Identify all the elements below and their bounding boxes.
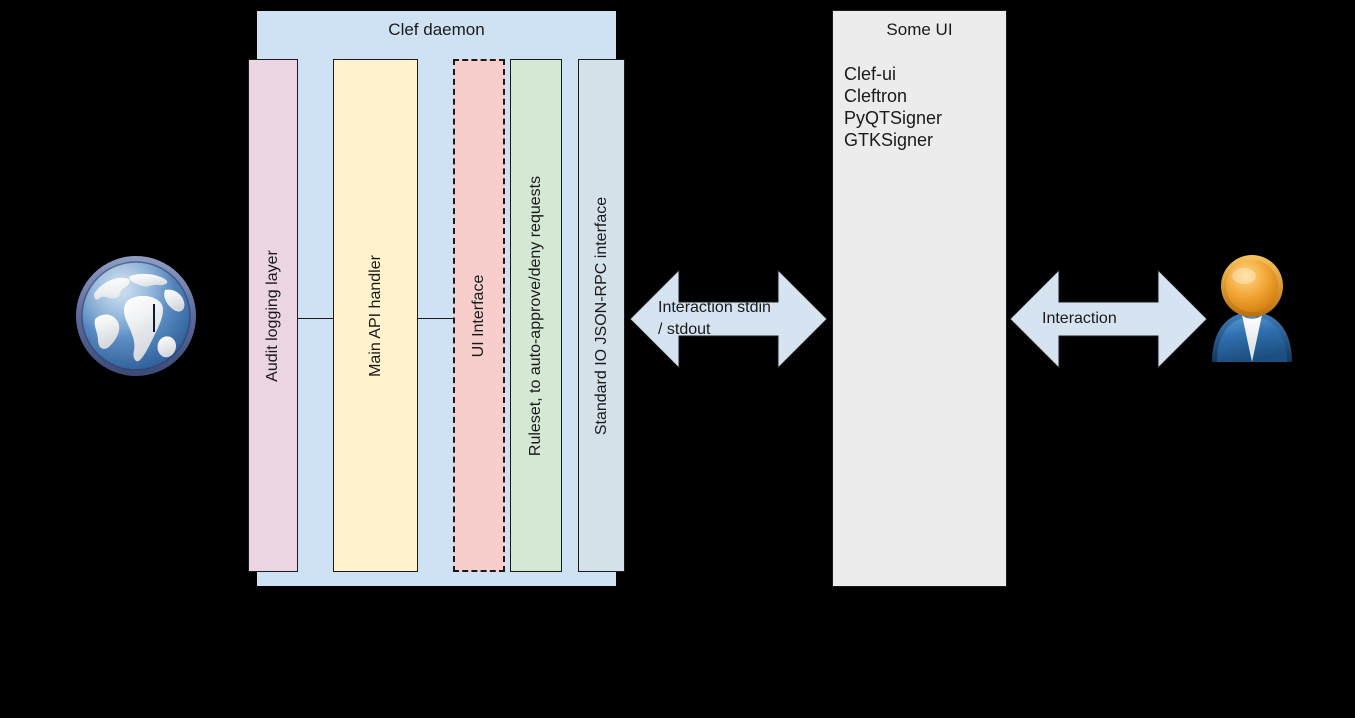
component-ruleset[interactable]: Ruleset, to auto-approve/deny requests bbox=[510, 59, 562, 572]
arrow-interaction-stdio: Interaction stdin / stdout bbox=[630, 270, 827, 368]
arrow-label-line2: / stdout bbox=[658, 321, 711, 338]
component-label: Standard IO JSON-RPC interface bbox=[592, 196, 610, 435]
component-standard-io-jsonrpc-interface[interactable]: Standard IO JSON-RPC interface bbox=[578, 59, 625, 572]
arrow-label: Interaction stdin / stdout bbox=[630, 297, 827, 341]
some-ui-box: Some UI Clef-ui Cleftron PyQTSigner GTKS… bbox=[832, 10, 1007, 587]
clef-daemon-container: Clef daemon bbox=[256, 10, 617, 587]
component-main-api-handler[interactable]: Main API handler bbox=[333, 59, 418, 572]
component-ui-interface[interactable]: UI Interface bbox=[453, 59, 505, 572]
some-ui-title: Some UI bbox=[886, 20, 953, 39]
component-label: Audit logging layer bbox=[264, 249, 281, 382]
component-label: Main API handler bbox=[366, 254, 384, 377]
list-item: Cleftron bbox=[844, 86, 908, 106]
globe-icon bbox=[70, 250, 205, 385]
list-item: Clef-ui bbox=[844, 64, 897, 84]
list-item: GTKSigner bbox=[844, 130, 934, 150]
arrow-label: Interaction bbox=[1010, 308, 1207, 330]
component-label: Ruleset, to auto-approve/deny requests bbox=[527, 175, 544, 456]
connector-mainapi-to-uiinterface bbox=[418, 318, 453, 319]
connector-audit-to-mainapi bbox=[298, 318, 333, 319]
arrow-label-line1: Interaction bbox=[1042, 310, 1117, 327]
arrow-label-line1: Interaction stdin bbox=[658, 299, 771, 316]
some-ui-list: Clef-ui Cleftron PyQTSigner GTKSigner bbox=[844, 63, 942, 151]
list-item: PyQTSigner bbox=[844, 108, 943, 128]
component-label: UI Interface bbox=[470, 274, 487, 357]
clef-daemon-title: Clef daemon bbox=[388, 20, 485, 39]
component-audit-logging-layer[interactable]: Audit logging layer bbox=[248, 59, 298, 572]
user-icon bbox=[1204, 252, 1300, 362]
arrow-interaction-user: Interaction bbox=[1010, 270, 1207, 368]
